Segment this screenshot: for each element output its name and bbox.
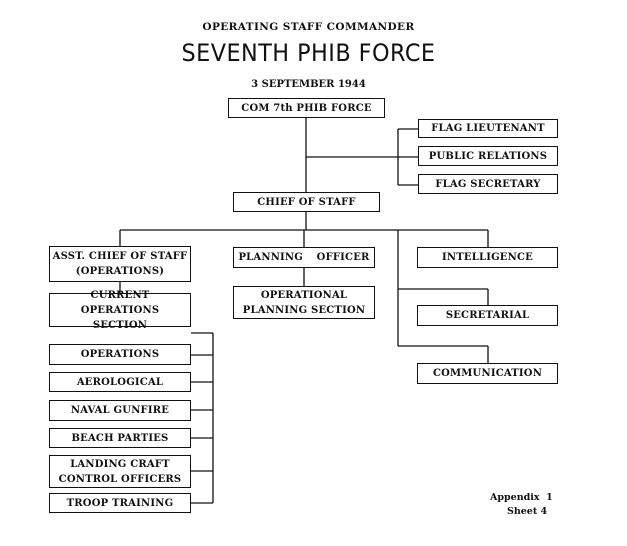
node-current-operations-section-label: CURRENT OPERATIONS SECTION <box>80 289 160 331</box>
node-commander-label: COM 7th PHIB FORCE <box>241 102 372 114</box>
node-operational-planning-section: OPERATIONAL PLANNING SECTION <box>233 286 375 319</box>
node-flag-secretary-label: FLAG SECRETARY <box>435 178 541 190</box>
node-chief-of-staff: CHIEF OF STAFF <box>233 192 380 212</box>
node-public-relations: PUBLIC RELATIONS <box>418 146 558 166</box>
node-commander: COM 7th PHIB FORCE <box>228 98 385 118</box>
node-planning-officer-label: PLANNING OFFICER <box>238 252 370 263</box>
node-planning-officer: PLANNING OFFICER <box>233 247 375 268</box>
node-troop-training: TROOP TRAINING <box>49 493 191 513</box>
node-intelligence-label: INTELLIGENCE <box>442 252 533 263</box>
node-beach-parties: BEACH PARTIES <box>49 428 191 448</box>
node-secretarial-label: SECRETARIAL <box>445 310 530 321</box>
appendix-label: Appendix 1 <box>490 492 553 503</box>
node-asst-chief-of-staff-label: ASST. CHIEF OF STAFF (OPERATIONS) <box>52 251 188 277</box>
node-intelligence: INTELLIGENCE <box>417 247 558 268</box>
node-communication-label: COMMUNICATION <box>432 368 543 379</box>
node-operations-label: OPERATIONS <box>80 349 160 360</box>
node-operations: OPERATIONS <box>49 344 191 365</box>
chart-title: SEVENTH PHIB FORCE <box>181 39 436 67</box>
node-chief-of-staff-label: CHIEF OF STAFF <box>257 196 356 208</box>
node-beach-parties-label: BEACH PARTIES <box>71 432 169 444</box>
sheet-label: Sheet 4 <box>507 506 548 517</box>
node-landing-craft-control-officers: LANDING CRAFT CONTROL OFFICERS <box>49 455 191 488</box>
node-operational-planning-section-label: OPERATIONAL PLANNING SECTION <box>242 289 366 316</box>
node-secretarial: SECRETARIAL <box>417 305 558 326</box>
chart-date: 3 SEPTEMBER 1944 <box>251 79 366 90</box>
node-flag-secretary: FLAG SECRETARY <box>418 174 558 194</box>
node-current-operations-section: CURRENT OPERATIONS SECTION <box>49 290 191 331</box>
node-flag-lieutenant: FLAG LIEUTENANT <box>418 119 558 138</box>
node-flag-lieutenant-label: FLAG LIEUTENANT <box>431 123 545 134</box>
node-aerological-label: AEROLOGICAL <box>76 376 164 388</box>
node-landing-craft-control-officers-label: LANDING CRAFT CONTROL OFFICERS <box>58 458 182 485</box>
node-asst-chief-of-staff: ASST. CHIEF OF STAFF (OPERATIONS) <box>49 246 191 282</box>
chart-subtitle: OPERATING STAFF COMMANDER <box>202 21 415 33</box>
node-public-relations-label: PUBLIC RELATIONS <box>428 150 548 162</box>
node-naval-gunfire-label: NAVAL GUNFIRE <box>70 405 170 416</box>
node-communication: COMMUNICATION <box>417 363 558 384</box>
node-aerological: AEROLOGICAL <box>49 372 191 392</box>
node-naval-gunfire: NAVAL GUNFIRE <box>49 400 191 421</box>
node-troop-training-label: TROOP TRAINING <box>66 497 174 509</box>
